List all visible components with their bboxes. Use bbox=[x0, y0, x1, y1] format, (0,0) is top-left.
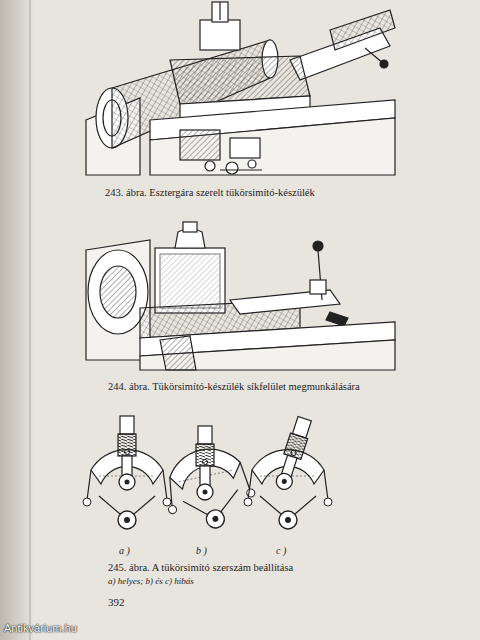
figure-caption: 243. ábra. Esztergára szerelt tükörsimít… bbox=[105, 187, 315, 199]
watermark: Antikvárium.hu bbox=[4, 622, 77, 635]
subfigure-label: c ) bbox=[276, 545, 286, 557]
subfigure-label: b ) bbox=[196, 545, 207, 557]
subfigure-label: a ) bbox=[119, 545, 130, 557]
page-number: 392 bbox=[108, 596, 125, 609]
figure-caption: 245. ábra. A tükörsimító szerszám beállí… bbox=[108, 562, 293, 574]
caption-note: a) helyes; b) és c) hibás bbox=[108, 576, 194, 586]
figure-caption: 244. ábra. Tükörsimító-készülék síkfelül… bbox=[108, 381, 360, 393]
